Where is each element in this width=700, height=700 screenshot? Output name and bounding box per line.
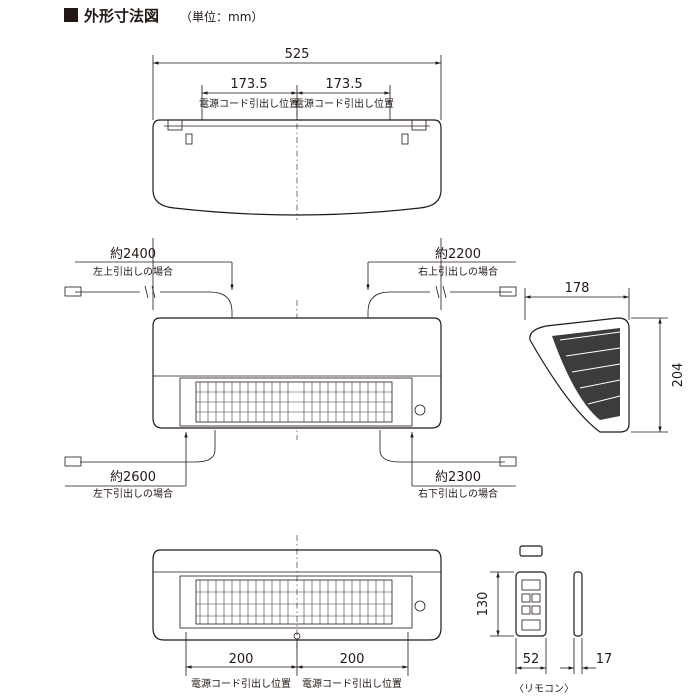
- remote-control: 130 52 17 〈リモコン〉: [476, 545, 613, 695]
- plug-bottom-right-icon: [499, 456, 517, 467]
- plug-top-left-icon: [64, 286, 82, 297]
- remote-thickness-label: 17: [596, 652, 613, 667]
- top-view: 525 173.5 173.5 電源コード引出し位置 電源コード引出し位置: [152, 47, 442, 220]
- bottom-grille: [195, 579, 393, 625]
- page-title: 外形寸法図: [83, 7, 159, 25]
- bottom-right-offset-label: 200: [340, 652, 365, 667]
- cord-position-label-right: 電源コード引出し位置: [294, 97, 394, 110]
- unit-note: （単位：mm）: [180, 9, 263, 24]
- front-grille-bars: [196, 382, 392, 422]
- heater-front-outline: [152, 317, 442, 429]
- left-offset-label: 173.5: [230, 77, 267, 92]
- remote-front-view: [515, 571, 547, 637]
- remote-side-view: [573, 571, 583, 637]
- top-right-label: 右上引出しの場合: [418, 265, 498, 278]
- plug-top-right-icon: [499, 286, 517, 297]
- bottom-cord-position-right: 電源コード引出し位置: [302, 677, 402, 690]
- bottom-cord-position-left: 電源コード引出し位置: [191, 677, 291, 690]
- bottom-grille-bars: [196, 580, 392, 624]
- right-offset-label: 173.5: [325, 77, 362, 92]
- plug-bottom-left-icon: [64, 456, 82, 467]
- power-indicator-icon: [414, 404, 426, 416]
- remote-caption: 〈リモコン〉: [514, 683, 574, 695]
- bottom-left-label: 左下引出しの場合: [93, 487, 173, 500]
- remote-width-label: 52: [523, 652, 540, 667]
- top-left-label: 左上引出しの場合: [93, 265, 173, 278]
- top-right-length: 約2200: [435, 247, 481, 262]
- title-square-icon: [64, 8, 78, 22]
- side-depth-label: 178: [565, 281, 590, 296]
- remote-height-label: 130: [476, 592, 491, 617]
- bottom-left-length: 約2600: [110, 470, 156, 485]
- bottom-view: 200 200 電源コード引出し位置 電源コード引出し位置: [152, 535, 442, 690]
- cord-position-label-left: 電源コード引出し位置: [199, 97, 299, 110]
- bottom-left-offset-label: 200: [229, 652, 254, 667]
- top-left-length: 約2400: [110, 247, 156, 262]
- remote-top-view: [519, 545, 543, 557]
- bottom-right-label: 右下引出しの場合: [418, 487, 498, 500]
- side-height-label: 204: [671, 363, 686, 388]
- bottom-right-length: 約2300: [435, 470, 481, 485]
- front-view: 約2400 左上引出しの場合 約2200 右上引出しの場合 約2600 左下引出…: [64, 238, 517, 500]
- overall-width-label: 525: [285, 47, 310, 62]
- side-view: 178 204: [524, 281, 686, 433]
